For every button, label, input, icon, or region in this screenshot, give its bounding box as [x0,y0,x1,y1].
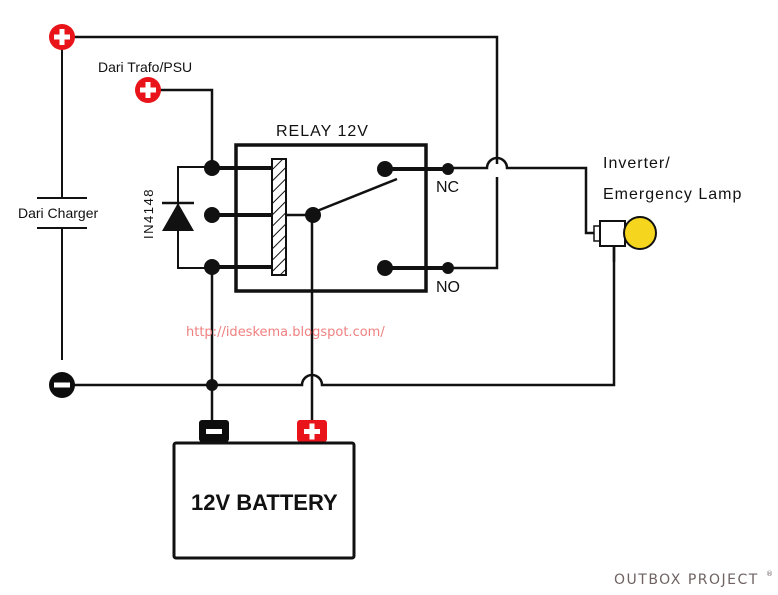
relay-label: RELAY 12V [276,123,369,140]
brand-logo: OUTBOX PROJECT [614,572,759,588]
charger-negative-terminal [49,372,75,398]
wire-charger-positive [62,35,499,164]
watermark-url: http://ideskema.blogspot.com/ [186,325,385,340]
psu-positive-terminal [135,77,161,103]
charger-positive-terminal [49,24,75,50]
nc-label: NC [436,179,459,196]
diode-label: IN4148 [141,188,156,239]
load-label-line1: Inverter/ [603,155,671,172]
charger-label: Dari Charger [18,205,98,221]
brand-registered-mark: ® [766,570,773,578]
wire-psu-positive [148,88,214,167]
battery-body [172,441,356,560]
junction-negative-bus [206,379,218,391]
relay-switch-arm [311,177,398,215]
terminal-no [442,262,454,274]
terminal-nc [442,163,454,175]
wire-charger-to-no [448,177,499,270]
load-label-line2: Emergency Lamp [603,186,742,203]
wire-negative-bus [62,233,616,387]
junction-coil-bottom [204,259,220,275]
wire-nc-to-lamp [448,156,596,235]
junction-coil-top [204,160,220,176]
minus-icon [206,429,222,434]
diode-icon [162,203,194,231]
relay-body [234,143,428,293]
relay-coil [271,158,287,276]
lamp-icon [593,216,657,250]
junction-no-contact [377,260,393,276]
no-label: NO [436,279,460,296]
battery-label: 12V BATTERY [191,490,338,515]
junction-middle [204,207,220,223]
plus-icon-v [309,423,315,440]
junction-common [305,207,321,223]
psu-source-label: Dari Trafo/PSU [98,59,192,75]
junction-nc-contact [377,161,393,177]
